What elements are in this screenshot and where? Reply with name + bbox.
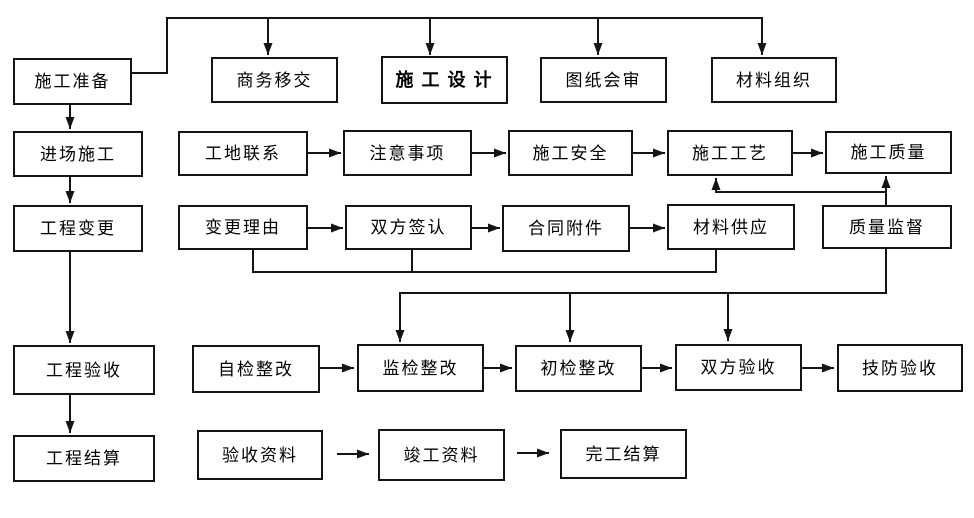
node-label: 工程验收	[46, 360, 122, 380]
node-label: 施工准备	[34, 72, 111, 91]
node-label: 完工结算	[585, 444, 662, 464]
node-drawing-review: 图纸会审	[540, 57, 667, 103]
node-label: 双方验收	[700, 358, 777, 377]
node-project-change: 工程变更	[13, 205, 143, 252]
node-label: 验收资料	[222, 445, 298, 465]
edge-change-collector-line	[252, 250, 717, 273]
node-self-inspection-rectification: 自检整改	[192, 345, 320, 393]
node-mutual-signoff: 双方签认	[345, 205, 472, 250]
node-security-system-acceptance: 技防验收	[837, 344, 963, 392]
node-project-settlement: 工程结算	[13, 435, 155, 482]
node-label: 施工质量	[850, 143, 927, 162]
node-label: 施工安全	[532, 143, 609, 163]
node-label: 变更理由	[205, 218, 281, 237]
node-label: 材料组织	[736, 70, 812, 90]
node-label: 竣工资料	[403, 445, 480, 465]
node-label: 图纸会审	[565, 70, 642, 90]
edge-supervision-to-technique	[711, 178, 886, 193]
node-precautions: 注意事项	[343, 130, 472, 176]
node-project-acceptance: 工程验收	[13, 345, 155, 395]
node-label: 商务移交	[236, 70, 313, 90]
edge-supervision-to-supervisory-inspection	[395, 249, 887, 342]
node-label: 质量监督	[849, 217, 925, 237]
node-label: 工地联系	[205, 144, 281, 163]
node-construction-safety: 施工安全	[508, 130, 633, 176]
node-label: 技防验收	[862, 358, 938, 378]
node-initial-inspection-rectification: 初检整改	[515, 345, 642, 392]
node-construction-technique: 施工工艺	[667, 130, 793, 176]
node-site-entry-construction: 进场施工	[13, 131, 143, 177]
node-change-reason: 变更理由	[178, 205, 308, 250]
node-label: 工程结算	[46, 449, 122, 468]
node-label: 施工设计	[395, 70, 500, 90]
node-acceptance-documents: 验收资料	[197, 430, 323, 480]
node-label: 工程变更	[40, 219, 116, 238]
node-construction-quality: 施工质量	[825, 131, 952, 174]
edge-prep-trunk-to-material-organization	[132, 17, 767, 74]
node-completion-documents: 竣工资料	[378, 429, 505, 481]
node-mutual-acceptance: 双方验收	[675, 344, 802, 391]
node-label: 注意事项	[369, 143, 446, 163]
node-construction-prep: 施工准备	[13, 58, 132, 105]
node-label: 材料供应	[693, 217, 769, 237]
node-label: 双方签认	[370, 218, 447, 237]
node-label: 监检整改	[382, 358, 459, 378]
node-completion-settlement: 完工结算	[560, 429, 687, 479]
node-supervisory-inspection-rectification: 监检整改	[357, 344, 484, 392]
node-contract-attachment: 合同附件	[502, 205, 630, 252]
node-site-liaison: 工地联系	[178, 131, 308, 176]
node-business-handover: 商务移交	[211, 57, 338, 103]
node-label: 自检整改	[218, 359, 294, 379]
node-material-supply: 材料供应	[667, 204, 795, 250]
node-construction-design: 施工设计	[381, 56, 508, 104]
node-label: 合同附件	[528, 219, 604, 238]
node-material-organization: 材料组织	[711, 57, 837, 103]
node-label: 进场施工	[40, 144, 116, 164]
node-label: 初检整改	[540, 359, 617, 378]
node-label: 施工工艺	[692, 143, 768, 163]
node-quality-supervision: 质量监督	[822, 205, 952, 249]
